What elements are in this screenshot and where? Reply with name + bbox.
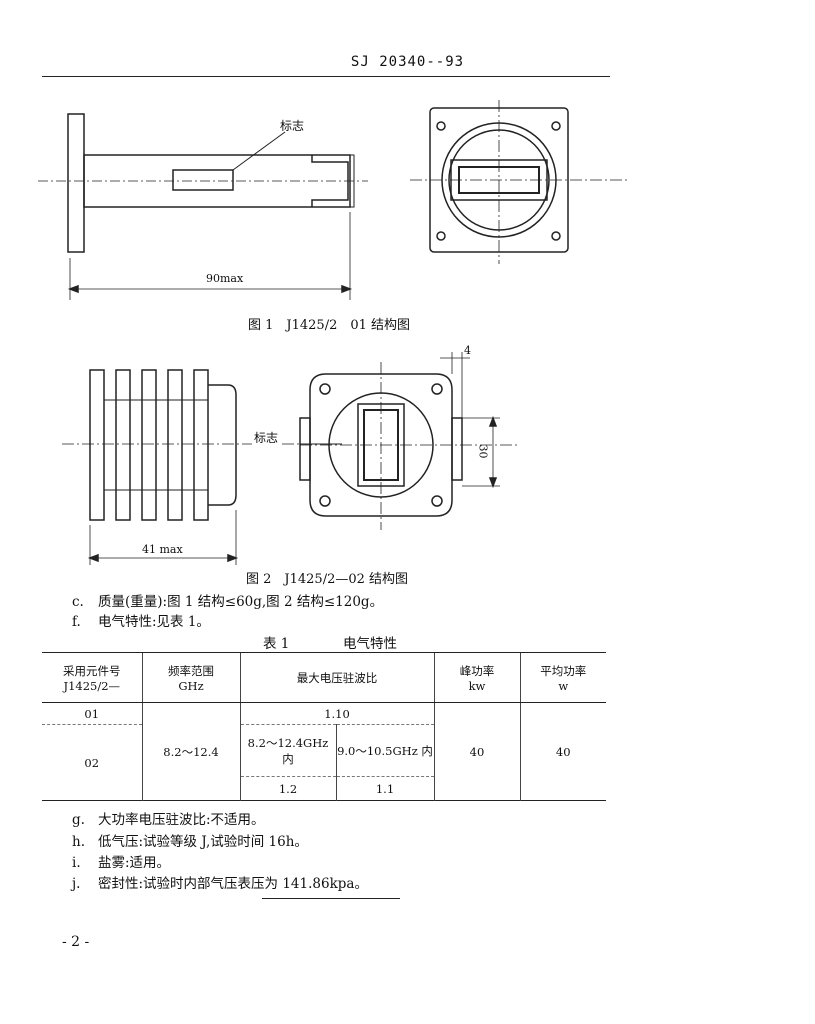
figure2-top-dimension: 4 — [464, 344, 471, 357]
figure2-side-dimension: 30 — [476, 444, 490, 459]
figure2-mark-label: 标志 — [252, 429, 281, 446]
table-row: 1.2 1.1 — [42, 776, 606, 801]
end-rule — [262, 898, 400, 899]
paragraph-marker: j. — [72, 876, 81, 892]
table-caption: 电气特性 — [343, 636, 397, 652]
paragraph-text: 质量(重量):图 1 结构≤60g,图 2 结构≤120g。 — [98, 594, 384, 610]
figure1-caption: 图 1 J1425/2 01 结构图 — [248, 318, 411, 333]
cell-part-02: 02 — [42, 724, 142, 801]
figure2-end-view — [299, 352, 520, 530]
paragraph-marker: h. — [72, 834, 85, 850]
paragraph-marker: c. — [72, 594, 84, 610]
figure2-length-dimension: 41 max — [142, 543, 183, 556]
document-code: SJ 20340--93 — [350, 54, 465, 70]
paragraph-j: j. 密封性:试验时内部气压表压为 141.86kpa。 — [72, 872, 368, 892]
figure2-side-view — [62, 369, 300, 565]
paragraph-i: i. 盐雾:适用。 — [72, 851, 170, 871]
figure2-caption: 图 2 J1425/2—02 结构图 — [246, 572, 409, 587]
table-row: 02 8.2～12.4GHz 内 9.0～10.5GHz 内 — [42, 724, 606, 801]
table-row: 01 8.2～12.4 1.10 40 40 — [42, 702, 606, 801]
cell-average-power: 40 — [519, 702, 606, 801]
paragraph-c: c. 质量(重量):图 1 结构≤60g,图 2 结构≤120g。 — [72, 590, 383, 610]
paragraph-text: 盐雾:适用。 — [98, 855, 171, 871]
cell-vswr-b: 1.1 — [335, 776, 434, 801]
figure1-mark-label: 标志 — [280, 119, 305, 133]
figure1-side-view — [38, 113, 368, 300]
cell-peak-power: 40 — [433, 702, 520, 801]
page-number: - 2 - — [62, 934, 90, 950]
paragraph-marker: g. — [72, 812, 85, 828]
paragraph-marker: i. — [72, 855, 81, 871]
header-vswr: 最大电压驻波比 — [239, 652, 434, 703]
cell-vswr-01: 1.10 — [239, 702, 434, 725]
header-rule — [42, 76, 610, 77]
figure1-length-dimension: 90max — [206, 272, 244, 285]
cell-vswr-a: 1.2 — [239, 776, 336, 801]
paragraph-marker: f. — [72, 614, 81, 630]
cell-frequency: 8.2～12.4 — [141, 702, 240, 801]
cell-part-01: 01 — [84, 706, 100, 721]
table-number: 表 1 — [263, 636, 290, 652]
paragraph-text: 密封性:试验时内部气压表压为 141.86kpa。 — [98, 876, 368, 892]
table-bottom-rule — [42, 800, 606, 801]
cell-vswr-band-b: 9.0～10.5GHz 内 — [335, 724, 434, 777]
paragraph-g: g. 大功率电压驻波比:不适用。 — [72, 808, 265, 828]
paragraph-text: 低气压:试验等级 J,试验时间 16h。 — [98, 834, 308, 850]
paragraph-text: 大功率电压驻波比:不适用。 — [98, 812, 265, 828]
paragraph-f: f. 电气特性:见表 1。 — [72, 610, 210, 630]
paragraph-text: 电气特性:见表 1。 — [98, 614, 210, 630]
cell-vswr-band-a: 8.2～12.4GHz 内 — [239, 724, 336, 777]
paragraph-h: h. 低气压:试验等级 J,试验时间 16h。 — [72, 830, 308, 850]
figure1-end-view — [410, 100, 628, 264]
